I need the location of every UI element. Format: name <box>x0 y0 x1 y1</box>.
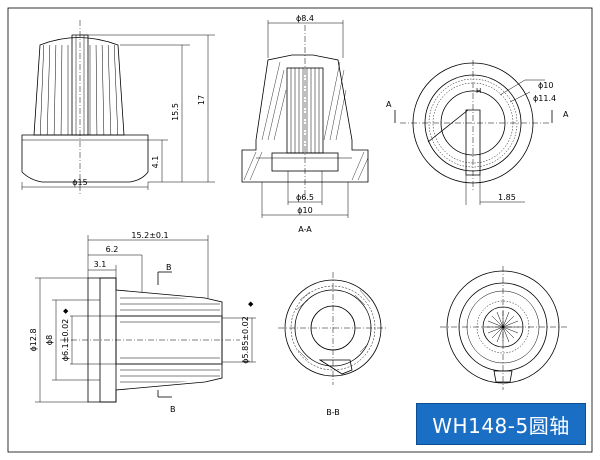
svg-text:H: H <box>476 87 481 95</box>
view-top: H ϕ10 ϕ11.4 A A 1.85 <box>386 60 569 205</box>
dim-top-diameter: ϕ8.4 <box>296 14 314 23</box>
dim-bore: ϕ8 <box>45 335 54 345</box>
dim-diameter: ϕ15 <box>72 178 87 187</box>
view-section-a-a: ϕ8.4 ϕ6.5 ϕ10 A-A <box>241 14 369 234</box>
svg-text:◆: ◆ <box>248 300 254 308</box>
dim-step: 4.1 <box>151 156 160 169</box>
dim-flat: 1.85 <box>498 193 516 202</box>
view-bottom <box>440 266 568 390</box>
dim-outer-diameter: ϕ11.4 <box>533 94 556 103</box>
cut-marker-left: A <box>386 100 392 109</box>
cut-marker-bottom: B <box>170 405 176 414</box>
dim-shaft-diameter: ϕ6.5 <box>296 193 314 202</box>
cut-marker-right: A <box>563 110 569 119</box>
dim-base-diameter: ϕ10 <box>297 206 312 215</box>
section-a-outline <box>241 54 369 183</box>
section-label-b: B-B <box>326 408 340 417</box>
sheet-frame <box>7 7 593 453</box>
dim-height-b: 17 <box>197 95 206 105</box>
dim-od: ϕ12.8 <box>29 328 38 351</box>
cut-marker-top: B <box>166 263 172 272</box>
dim-len-c: 3.1 <box>94 260 107 269</box>
section-label-a: A-A <box>298 225 312 234</box>
dim-inner-diameter: ϕ10 <box>538 81 553 90</box>
dim-shaft: ϕ6.1±0.02 <box>61 319 70 362</box>
product-label: WH148-5圆轴 <box>416 403 586 445</box>
dim-length: 15.2±0.1 <box>131 231 168 240</box>
section-a-hatch <box>243 61 369 181</box>
svg-text:◆: ◆ <box>63 307 69 315</box>
view-section-b-b: B-B <box>278 272 388 417</box>
dim-tip: ϕ5.85±0.02 <box>241 316 250 364</box>
knob-body <box>33 37 125 136</box>
dim-len-b: 6.2 <box>106 245 119 254</box>
knob-flutes <box>39 45 119 135</box>
knob-base <box>21 134 149 183</box>
view-knob-side: 4.1 15.5 17 ϕ15 <box>21 20 215 195</box>
dim-height-a: 15.5 <box>171 103 180 121</box>
view-side-section: 15.2±0.1 6.2 3.1 B B ϕ12.8 ϕ8 ϕ6.1±0.02 … <box>29 231 256 414</box>
